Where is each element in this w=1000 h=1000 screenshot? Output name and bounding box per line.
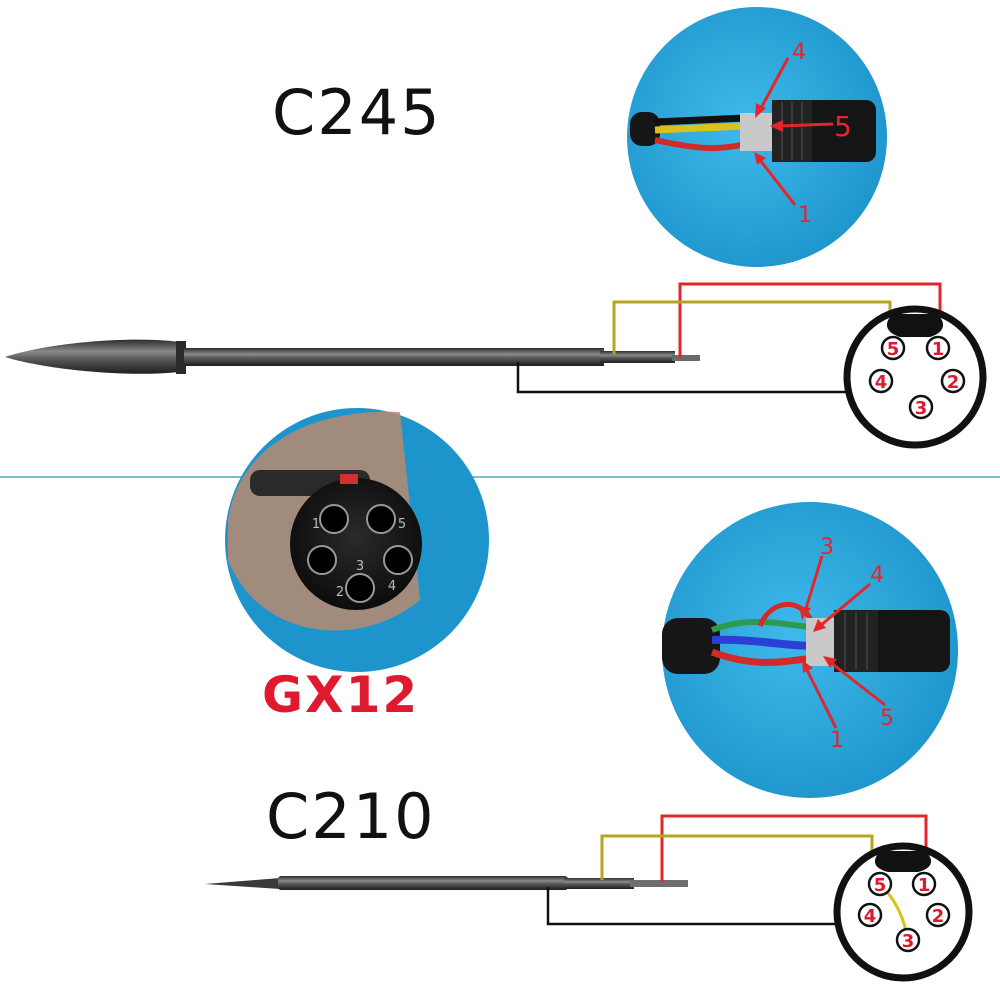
gx12-title: GX12 (262, 666, 420, 724)
c245-pin-5: 5 (887, 339, 900, 360)
gx12-photo-pin-1: 1 (312, 517, 320, 532)
c210-connector-photo (662, 502, 958, 798)
gx12-photo-pin-5: 5 (398, 517, 406, 532)
c210-photo-label-5: 5 (880, 706, 894, 731)
c210-pin-5: 5 (874, 875, 887, 896)
c245-red-wire (678, 282, 942, 358)
c245-pin-4: 4 (875, 372, 888, 393)
gx12-connector-photo (225, 408, 489, 672)
c210-pin-2: 2 (932, 906, 945, 927)
c210-photo-label-1: 1 (830, 728, 844, 753)
c210-photo-label-4: 4 (870, 563, 884, 588)
c210-pin-1: 1 (918, 875, 931, 896)
c245-title: C245 (272, 76, 442, 149)
c245-photo-label-5: 5 (834, 110, 852, 143)
gx12-photo-pin-4: 4 (388, 579, 396, 594)
c210-pin-4: 4 (864, 906, 877, 927)
c210-soldering-tip (205, 876, 688, 890)
c210-pin-3: 3 (902, 931, 915, 952)
c245-connector-photo (627, 7, 887, 267)
c210-red-wire (660, 814, 928, 882)
gx12-photo-pin-3: 3 (356, 559, 364, 574)
c245-pinout (843, 305, 987, 449)
c210-photo-label-3: 3 (820, 535, 834, 560)
c245-black-wire (516, 362, 874, 394)
c245-pin-3: 3 (915, 398, 928, 419)
c210-pinout (833, 842, 973, 982)
c210-yellow-wire (600, 834, 874, 880)
c245-pin-2: 2 (947, 372, 960, 393)
c210-title: C210 (266, 780, 436, 853)
c210-black-wire (546, 887, 852, 926)
gx12-photo-pin-2: 2 (336, 585, 344, 600)
c245-pin-1: 1 (932, 339, 945, 360)
c245-soldering-tip (5, 339, 700, 374)
c245-yellow-wire (612, 300, 892, 354)
c245-photo-label-4: 4 (792, 40, 806, 65)
c245-photo-label-1: 1 (798, 203, 812, 228)
